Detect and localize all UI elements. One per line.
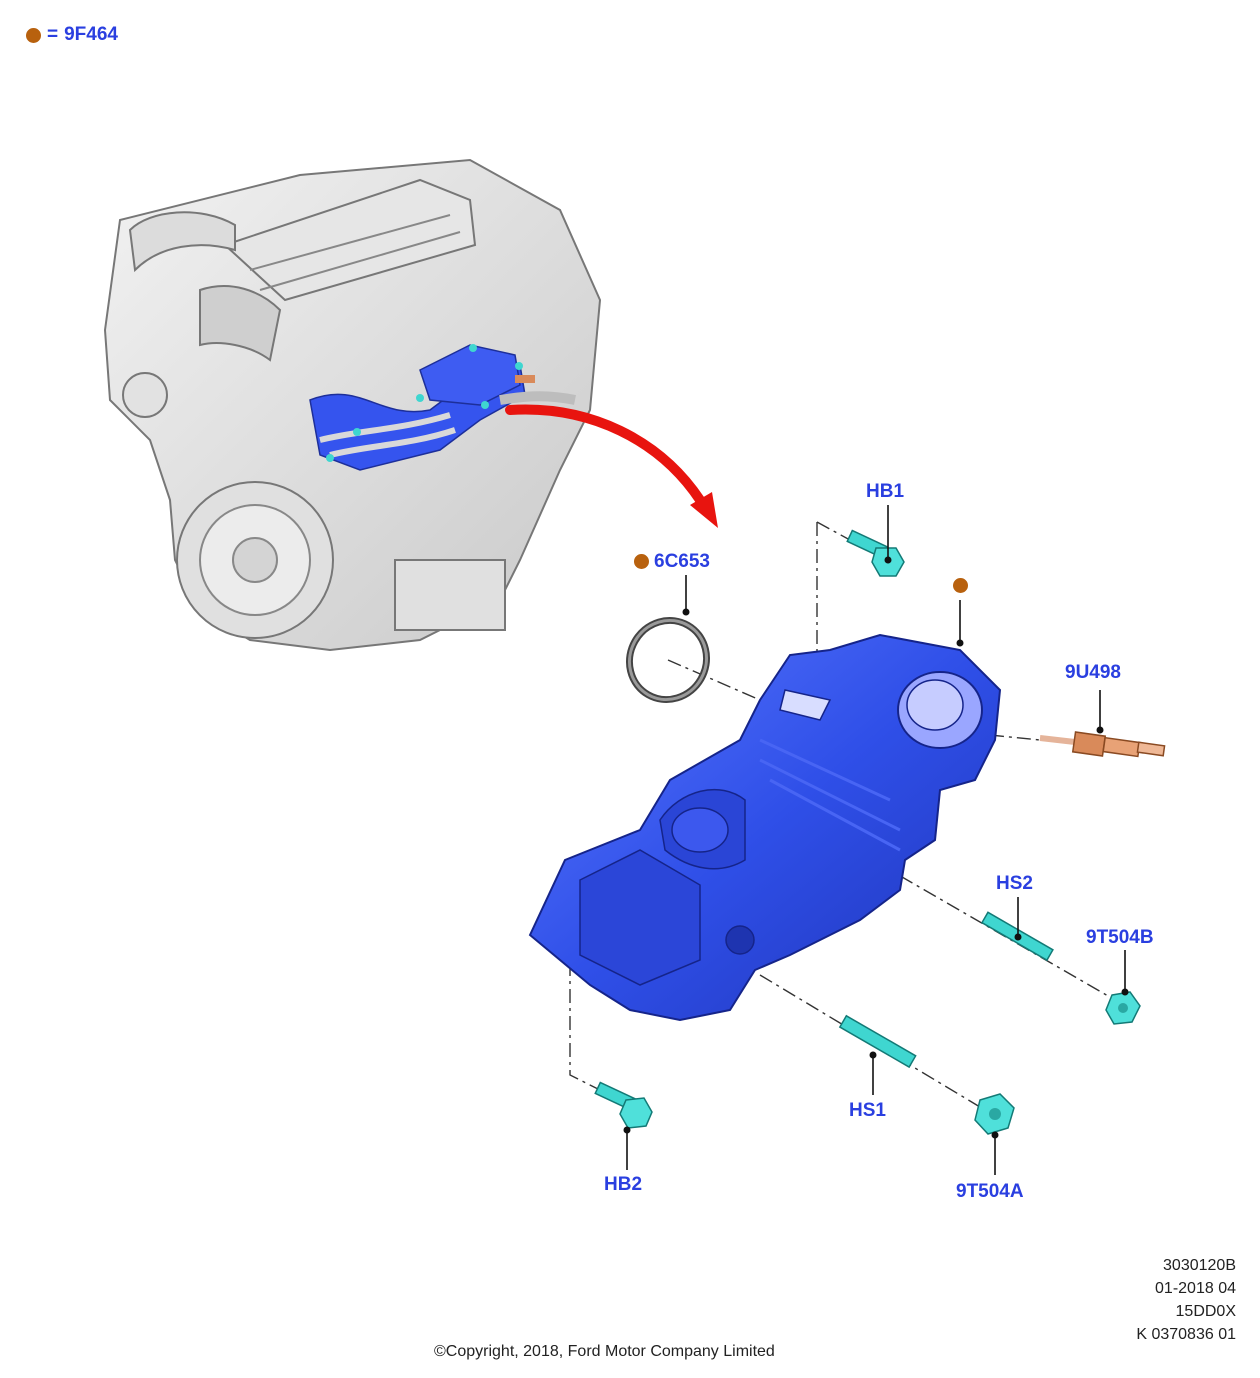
egr-cooler-assembly <box>528 633 1002 1022</box>
meta-drawing-number: 3030120B <box>1163 1257 1236 1274</box>
callout-hb1[interactable]: HB1 <box>866 481 905 502</box>
bolt-hb2 <box>594 1081 653 1129</box>
meta-reference: K 0370836 01 <box>1136 1326 1236 1343</box>
bolt-hb1 <box>846 529 905 577</box>
callout-6c653[interactable]: 6C653 <box>654 551 710 572</box>
temperature-sensor-9u498 <box>1039 731 1166 758</box>
callout-hs2[interactable]: HS2 <box>996 873 1033 894</box>
callout-hb2[interactable]: HB2 <box>604 1174 643 1195</box>
stud-hs1 <box>838 1014 917 1069</box>
legend: = 9F464 <box>26 24 118 46</box>
nut-9t504a <box>974 1093 1015 1135</box>
assembly-centerlines <box>569 521 1116 1111</box>
legend-equals: = <box>47 24 59 45</box>
leader-endpoints <box>623 556 1129 1139</box>
drawing-metadata: 3030120B 01-2018 04 15DD0X K 0370836 01 <box>1136 1254 1236 1346</box>
callout-9t504a[interactable]: 9T504A <box>956 1181 1024 1202</box>
legend-marker-icon <box>26 27 41 43</box>
engine-assembly <box>103 158 602 652</box>
callout-hs1[interactable]: HS1 <box>849 1100 886 1121</box>
leader-lines <box>626 505 1126 1175</box>
gasket-6c653 <box>625 616 711 704</box>
callout-9u498[interactable]: 9U498 <box>1065 662 1121 683</box>
nut-9t504b <box>1105 991 1141 1025</box>
callout-9t504b[interactable]: 9T504B <box>1086 927 1154 948</box>
marker-dot-cooler-icon <box>953 578 968 593</box>
copyright-notice: ©Copyright, 2018, Ford Motor Company Lim… <box>434 1343 775 1360</box>
legend-part-number[interactable]: 9F464 <box>64 24 118 45</box>
zoom-arrow <box>505 404 718 528</box>
meta-date-code: 01-2018 04 <box>1155 1280 1236 1297</box>
marker-dot-6c653-icon <box>634 554 649 569</box>
meta-engine-code: 15DD0X <box>1175 1303 1236 1320</box>
